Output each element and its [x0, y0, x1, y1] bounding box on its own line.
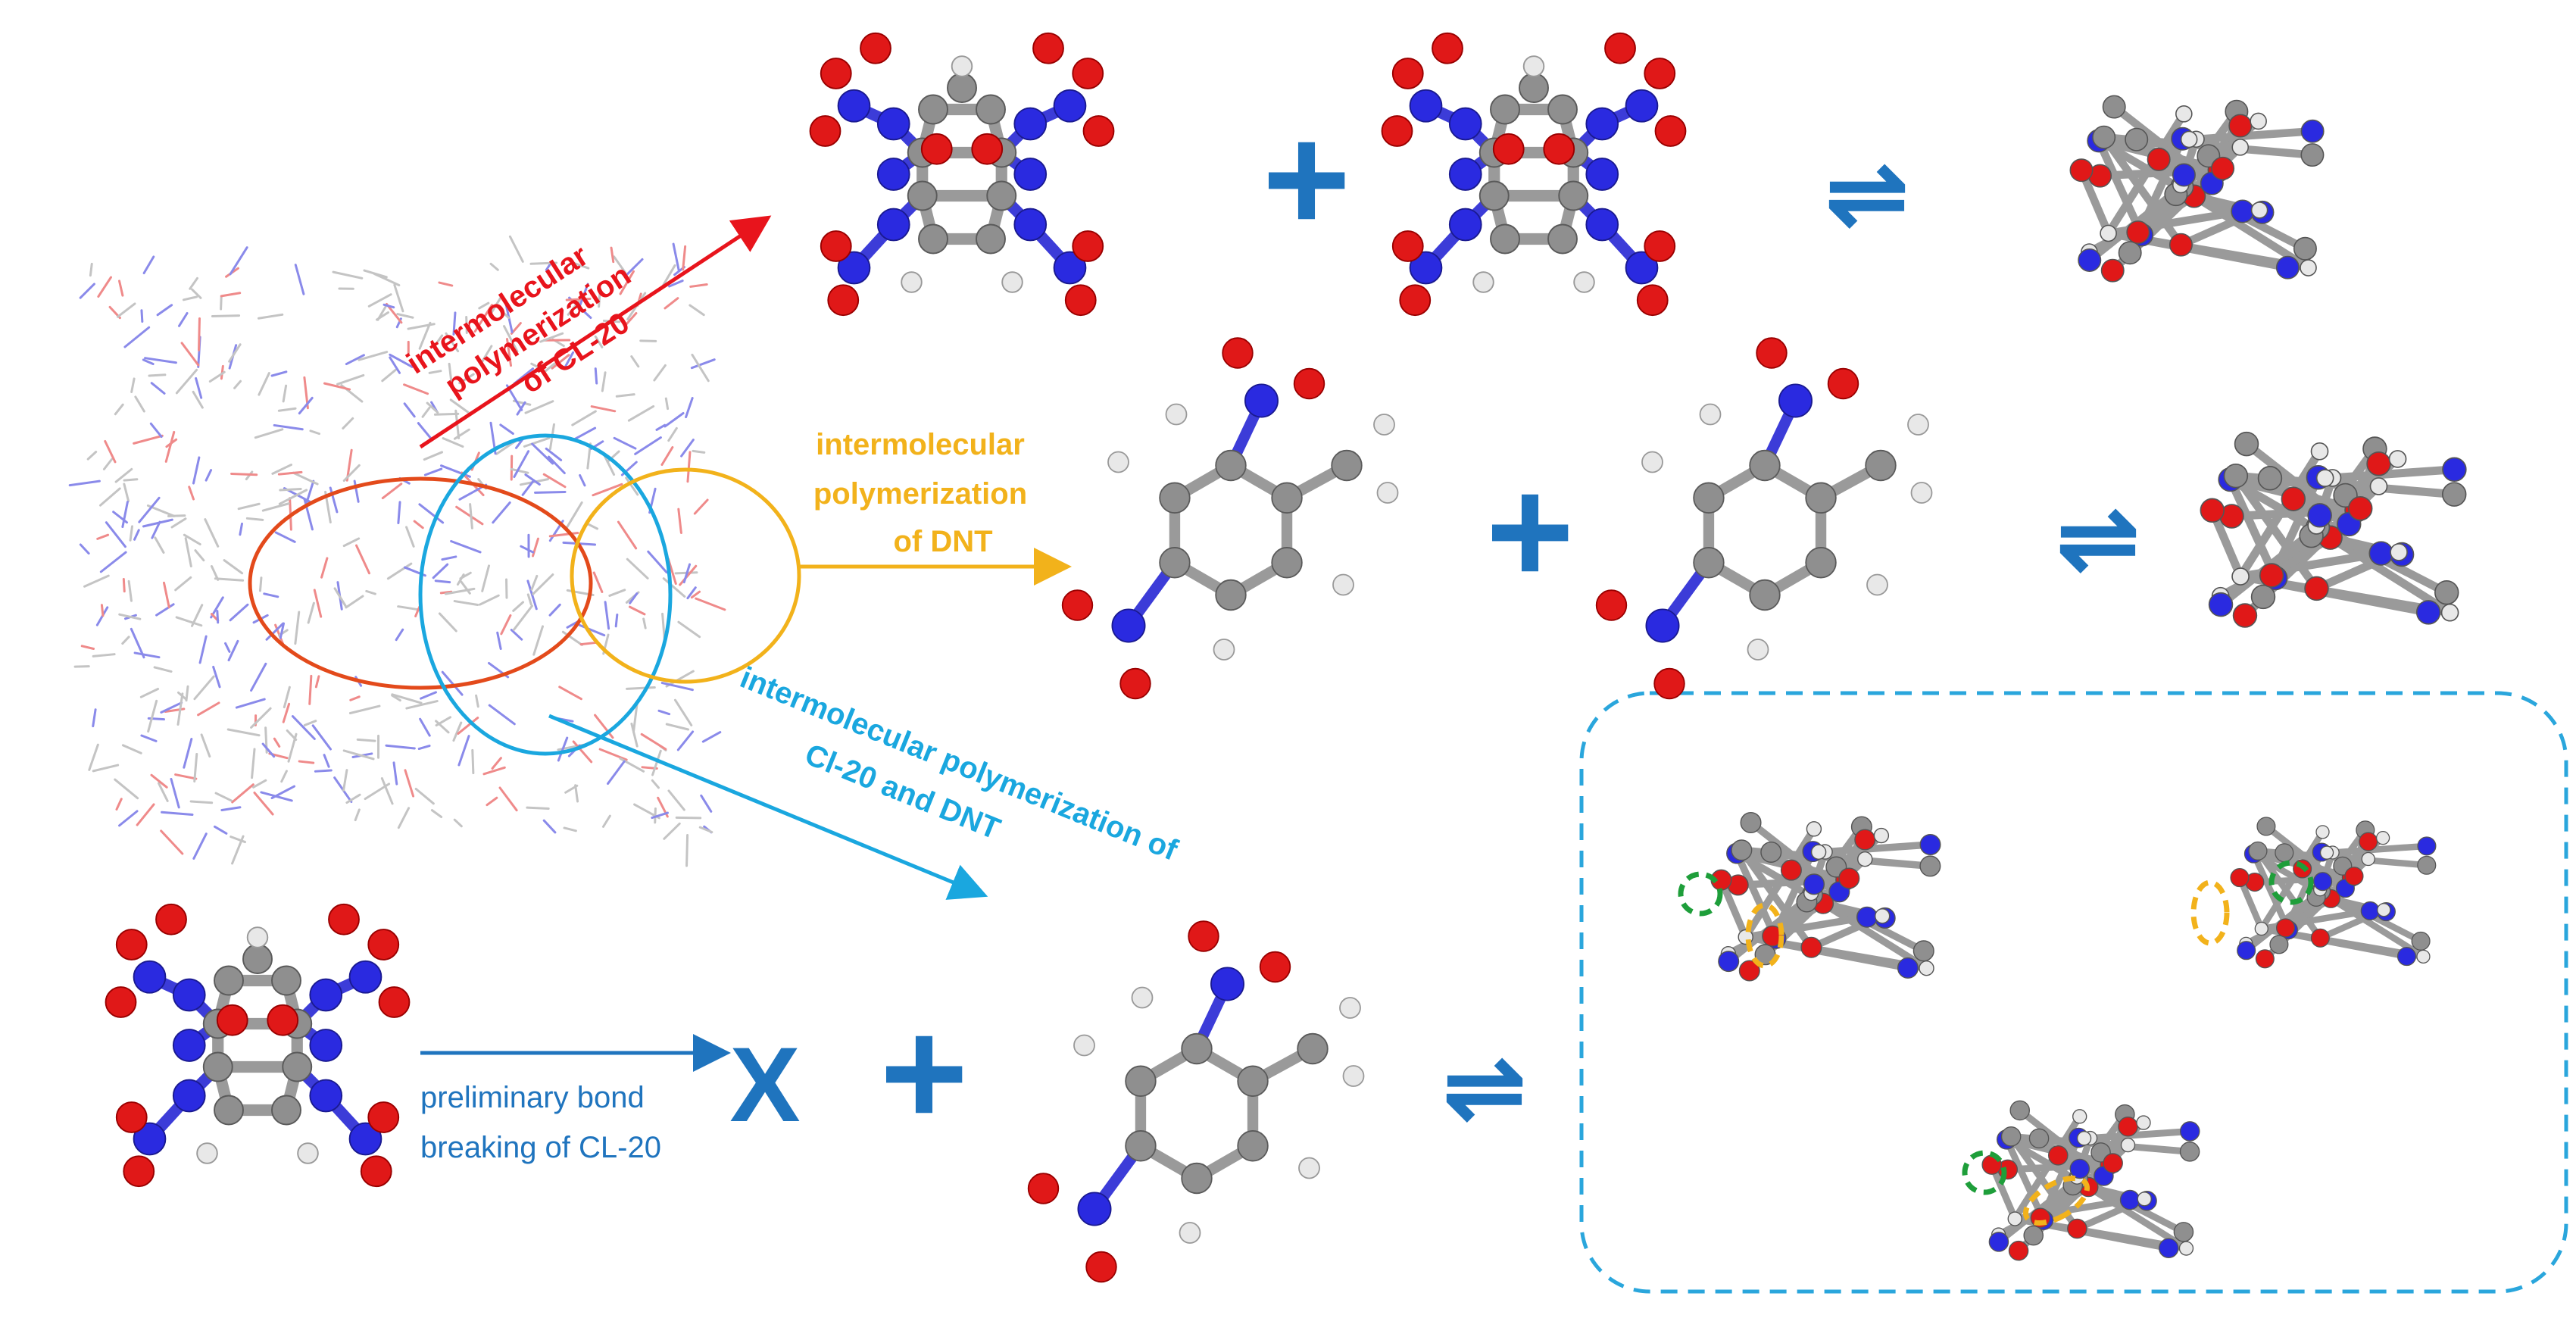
dnt-dimer-product: [2200, 431, 2467, 628]
bond-break-markers: [1678, 860, 2314, 1226]
bond-breaking-label: preliminary bond breaking of CL-20: [420, 1081, 661, 1164]
radical-x-label: X: [729, 1025, 800, 1144]
dnt-label-line1: intermolecular: [816, 428, 1025, 461]
dnt-polymerization-label: intermolecular polymerization of DNT: [813, 428, 1027, 558]
mixed-selection-ellipse: [418, 433, 673, 756]
gold-marker-2: [2190, 879, 2230, 946]
dnt-molecule-row2-a: [1061, 337, 1399, 700]
plus-sign-row3: +: [880, 989, 969, 1157]
plus-sign-row1: +: [1263, 95, 1351, 264]
dnt-selection-ellipse: [570, 467, 801, 684]
dnt-molecule-row2-b: [1595, 337, 1933, 700]
mixed-polymerization-label: intermolecular polymerization of Cl-20 a…: [735, 661, 1182, 867]
green-marker-1: [1678, 871, 1723, 917]
mixed-products-box: [1579, 691, 2568, 1294]
crystal-lattice-image: [68, 235, 726, 867]
dnt-label-line3: of DNT: [893, 525, 992, 558]
green-marker-3: [1962, 1150, 2007, 1195]
bond-break-line1: preliminary bond: [420, 1081, 645, 1114]
equilibrium-arrow-row3: ⇌: [1444, 1032, 1526, 1142]
gold-marker-3: [2023, 1176, 2090, 1226]
dnt-label-line2: polymerization: [813, 477, 1027, 511]
equilibrium-arrow-row1: ⇌: [1826, 138, 1909, 248]
cl20-molecule-row3: [105, 903, 411, 1188]
mixed-product-2: [2230, 817, 2437, 969]
cl20-polymerization-arrow: [419, 215, 772, 449]
cl20-selection-ellipse: [248, 476, 593, 690]
gold-marker-1: [1745, 902, 1784, 969]
mixed-polymerization-arrow: [548, 714, 988, 900]
cl20-molecule-row1-a: [809, 32, 1115, 317]
plus-sign-row2: +: [1486, 447, 1575, 616]
dnt-molecule-row3: [1027, 920, 1365, 1283]
cl20-molecule-row1-b: [1381, 32, 1687, 317]
mixed-product-1: [1710, 811, 1941, 982]
equilibrium-arrow-row2: ⇌: [2057, 483, 2140, 593]
mixed-product-3: [1981, 1100, 2200, 1261]
bond-break-line2: breaking of CL-20: [420, 1131, 661, 1164]
green-marker-2: [2268, 860, 2314, 905]
cl20-dimer-product: [2069, 95, 2325, 283]
